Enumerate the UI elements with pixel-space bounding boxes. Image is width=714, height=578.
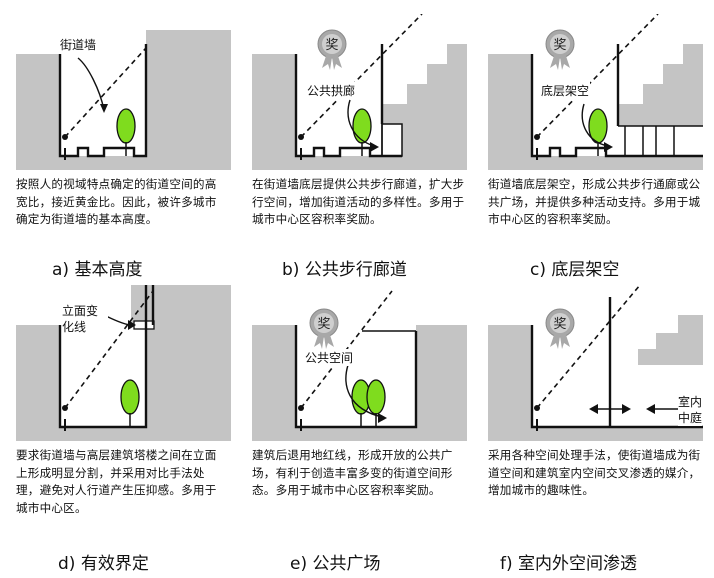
award-seal-icon: 奖 xyxy=(309,308,339,349)
svg-text:奖: 奖 xyxy=(325,38,338,53)
description-e: 建筑后退用地红线，形成开放的公共广场，有利于创造丰富多变的街道空间形态。多用于城… xyxy=(252,448,453,497)
description-a: 按照人的视域特点确定的街道空间的高宽比，接近黄金比。因此，被许多城市确定为街道墙… xyxy=(16,177,217,226)
panel-f: 奖 室内中庭 采用各种空间处理手法，使街道墙成为街道空间和建筑室内空间交叉渗透的… xyxy=(488,285,703,497)
caption-e: e) 公共广场 xyxy=(290,554,381,574)
panel-d: 立面变化线 要求街道墙与高层建筑塔楼之间在立面上形成明显分割，并采用对比手法处理… xyxy=(16,285,231,515)
diagram-a xyxy=(16,30,231,170)
panel-a: 街道墙 按照人的视域特点确定的街道空间的高宽比，接近黄金比。因此，被许多城市确定… xyxy=(16,30,231,226)
panel-e: 奖 公共空间 建筑后退用地红线，形成开放的公共广场，有利于创造丰富多变的街道空间… xyxy=(252,285,467,497)
diagram-e: 奖 xyxy=(252,290,467,441)
description-c: 街道墙底层架空，形成公共步行通廊或公共广场，并提供多种活动支持。多用于城市中心区… xyxy=(488,177,701,226)
caption-c: c) 底层架空 xyxy=(530,260,620,280)
description-b: 在街道墙底层提供公共步行廊道，扩大步行空间，增加街道活动的多样性。多用于城市中心… xyxy=(252,177,465,226)
svg-text:奖: 奖 xyxy=(317,317,330,332)
diagram-b: 奖 xyxy=(252,14,467,170)
description-d: 要求街道墙与高层建筑塔楼之间在立面上形成明显分割，并采用对比手法处理，避免对人行… xyxy=(16,448,217,515)
award-seal-icon: 奖 xyxy=(545,29,575,70)
label-c: 底层架空 xyxy=(540,82,591,99)
diagram-c: 奖 xyxy=(488,14,703,170)
award-seal-icon: 奖 xyxy=(545,308,575,349)
svg-text:奖: 奖 xyxy=(553,317,566,332)
label-a: 街道墙 xyxy=(60,36,97,53)
award-seal-icon: 奖 xyxy=(317,29,347,70)
caption-a: a) 基本高度 xyxy=(52,260,143,280)
diagram-f: 奖 xyxy=(488,285,703,441)
caption-b: b) 公共步行廊道 xyxy=(282,260,407,280)
caption-f: f) 室内外空间渗透 xyxy=(500,554,638,574)
label-d: 立面变化线 xyxy=(62,303,108,335)
label-b: 公共拱廊 xyxy=(306,82,357,99)
panel-b: 奖 公共拱廊 在街道墙底层提供公共步行廊道，扩大步行空间，增加街道活动的多样性。… xyxy=(252,14,467,226)
panel-c: 奖 底层架空 街道墙底层架空，形成公共步行通廊或公共广场，并提供多种活动支持。多… xyxy=(488,14,703,226)
diagram-d xyxy=(16,285,231,441)
label-e: 公共空间 xyxy=(304,349,355,366)
description-f: 采用各种空间处理手法，使街道墙成为街道空间和建筑室内空间交叉渗透的媒介，增加城市… xyxy=(488,448,701,497)
label-f: 室内中庭 xyxy=(678,394,703,426)
svg-text:奖: 奖 xyxy=(553,38,566,53)
caption-d: d) 有效界定 xyxy=(58,554,149,574)
